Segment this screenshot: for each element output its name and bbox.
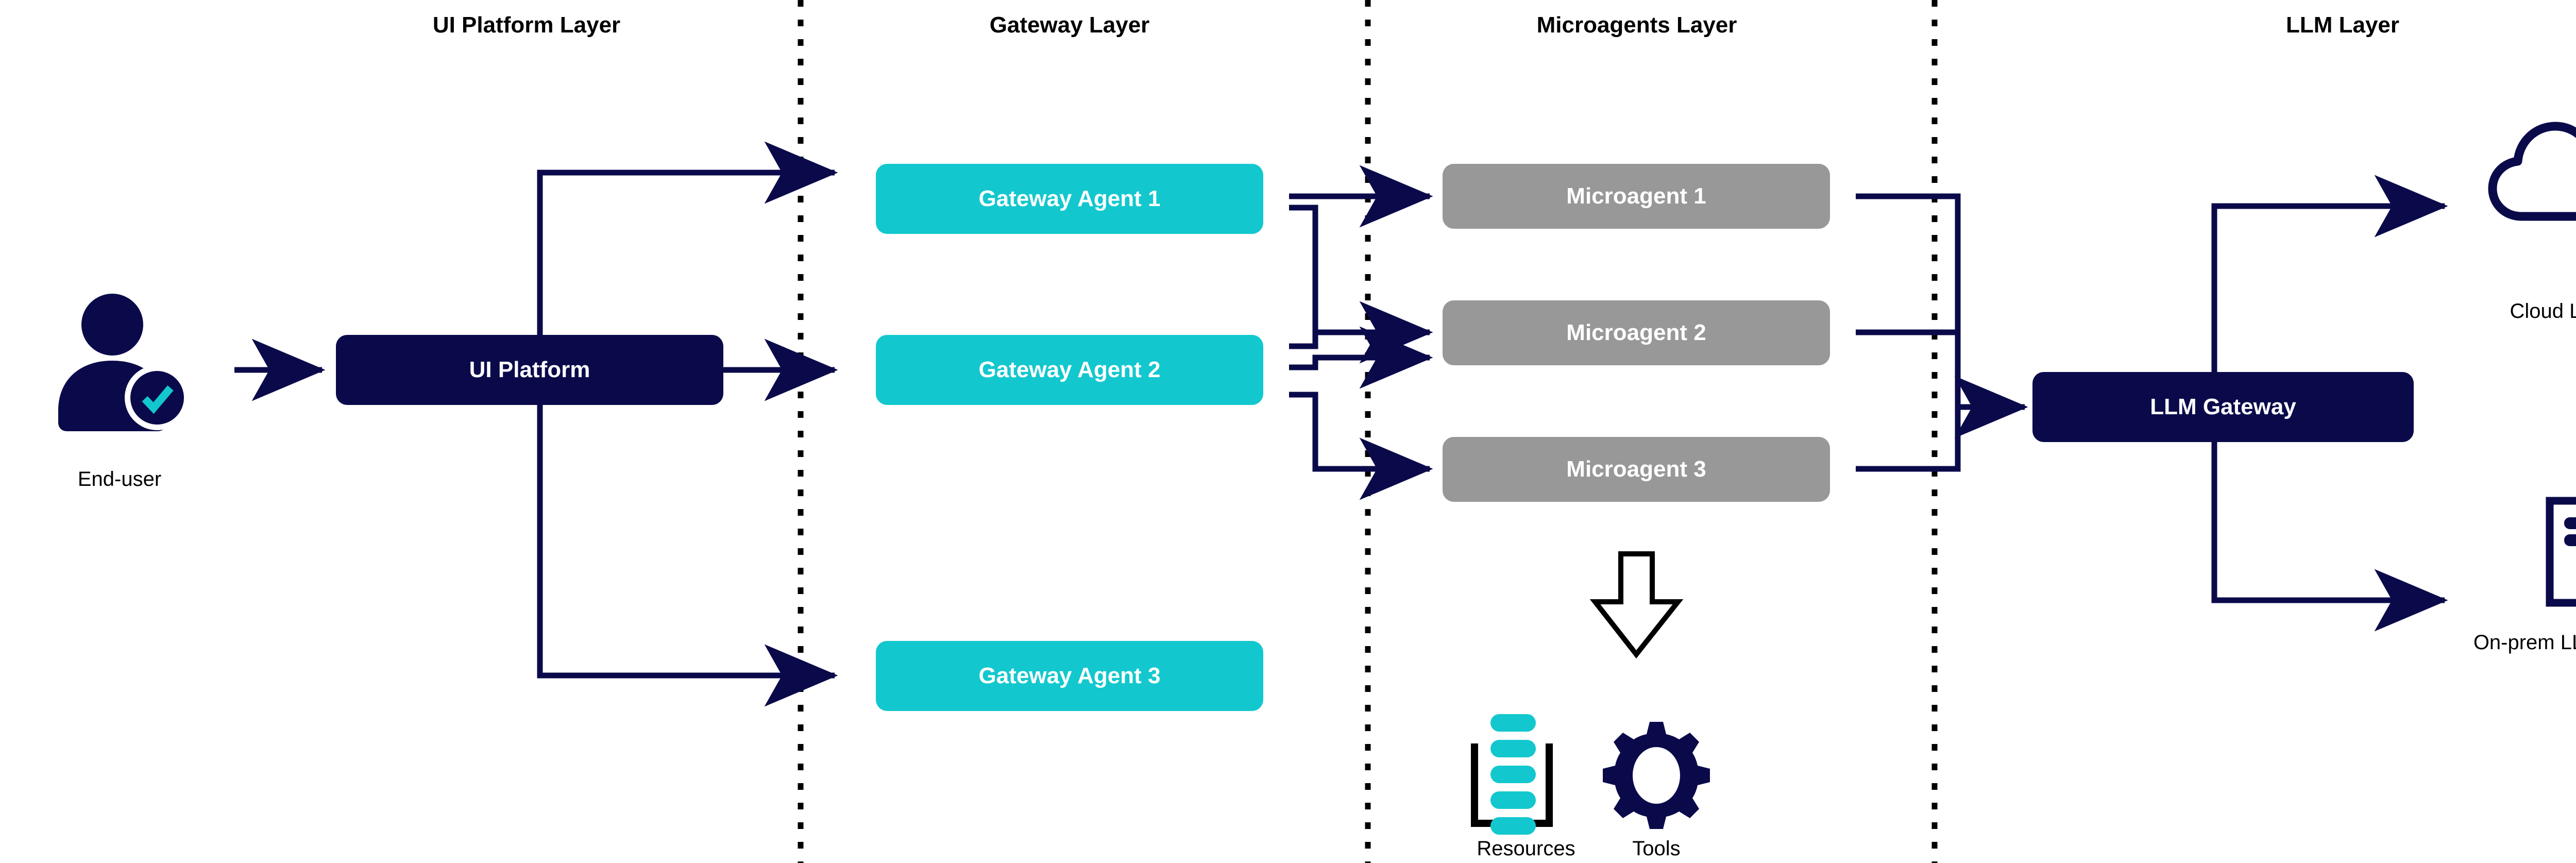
node-llm-gateway[interactable]: LLM Gateway — [2032, 372, 2414, 442]
flow-microagent3-to-llmgateway — [1856, 407, 1961, 472]
node-gateway-agent-2[interactable]: Gateway Agent 2 — [876, 335, 1263, 405]
node-microagent-3[interactable]: Microagent 3 — [1443, 437, 1830, 502]
flow-gateway2-to-microagent2 — [1289, 329, 1430, 349]
end-user-icon — [58, 294, 190, 431]
flow-gateway2-to-microagent3 — [1289, 392, 1433, 500]
resources-label: Resources — [1477, 837, 1575, 860]
tools-gear-icon — [1603, 722, 1710, 829]
flow-microagent1-to-llmgateway — [1856, 193, 1961, 407]
resources-icon — [1471, 714, 1553, 835]
tools-label: Tools — [1632, 837, 1681, 860]
layer-title-microagents: Microagents Layer — [1536, 12, 1737, 38]
layer-title-ui-platform: UI Platform Layer — [432, 12, 621, 38]
cloud-llm-provider-label: Cloud LLM provider — [2510, 300, 2576, 323]
layer-title-gateway: Gateway Layer — [989, 12, 1150, 38]
flow-gateway2-to-microagent2-lower — [1289, 326, 1433, 389]
flow-uiplatform-to-gateway3 — [537, 370, 838, 707]
node-microagent-1[interactable]: Microagent 1 — [1443, 164, 1830, 229]
on-prem-llm-provider-label: On-prem LLM provider — [2473, 631, 2576, 654]
cloud-icon — [2488, 122, 2576, 221]
node-gateway-agent-1[interactable]: Gateway Agent 1 — [876, 164, 1263, 234]
node-ui-platform[interactable]: UI Platform — [336, 335, 723, 405]
node-gateway-agent-3[interactable]: Gateway Agent 3 — [876, 641, 1263, 711]
server-rack-icon — [2546, 497, 2576, 607]
layer-divider-lines — [798, 0, 1938, 863]
layer-title-llm: LLM Layer — [2285, 12, 2400, 38]
end-user-label: End-user — [77, 468, 162, 490]
down-arrow-outline-icon — [1589, 551, 1684, 659]
node-microagent-2[interactable]: Microagent 2 — [1443, 300, 1830, 365]
flow-gateway1-to-microagent2 — [1289, 205, 1433, 364]
